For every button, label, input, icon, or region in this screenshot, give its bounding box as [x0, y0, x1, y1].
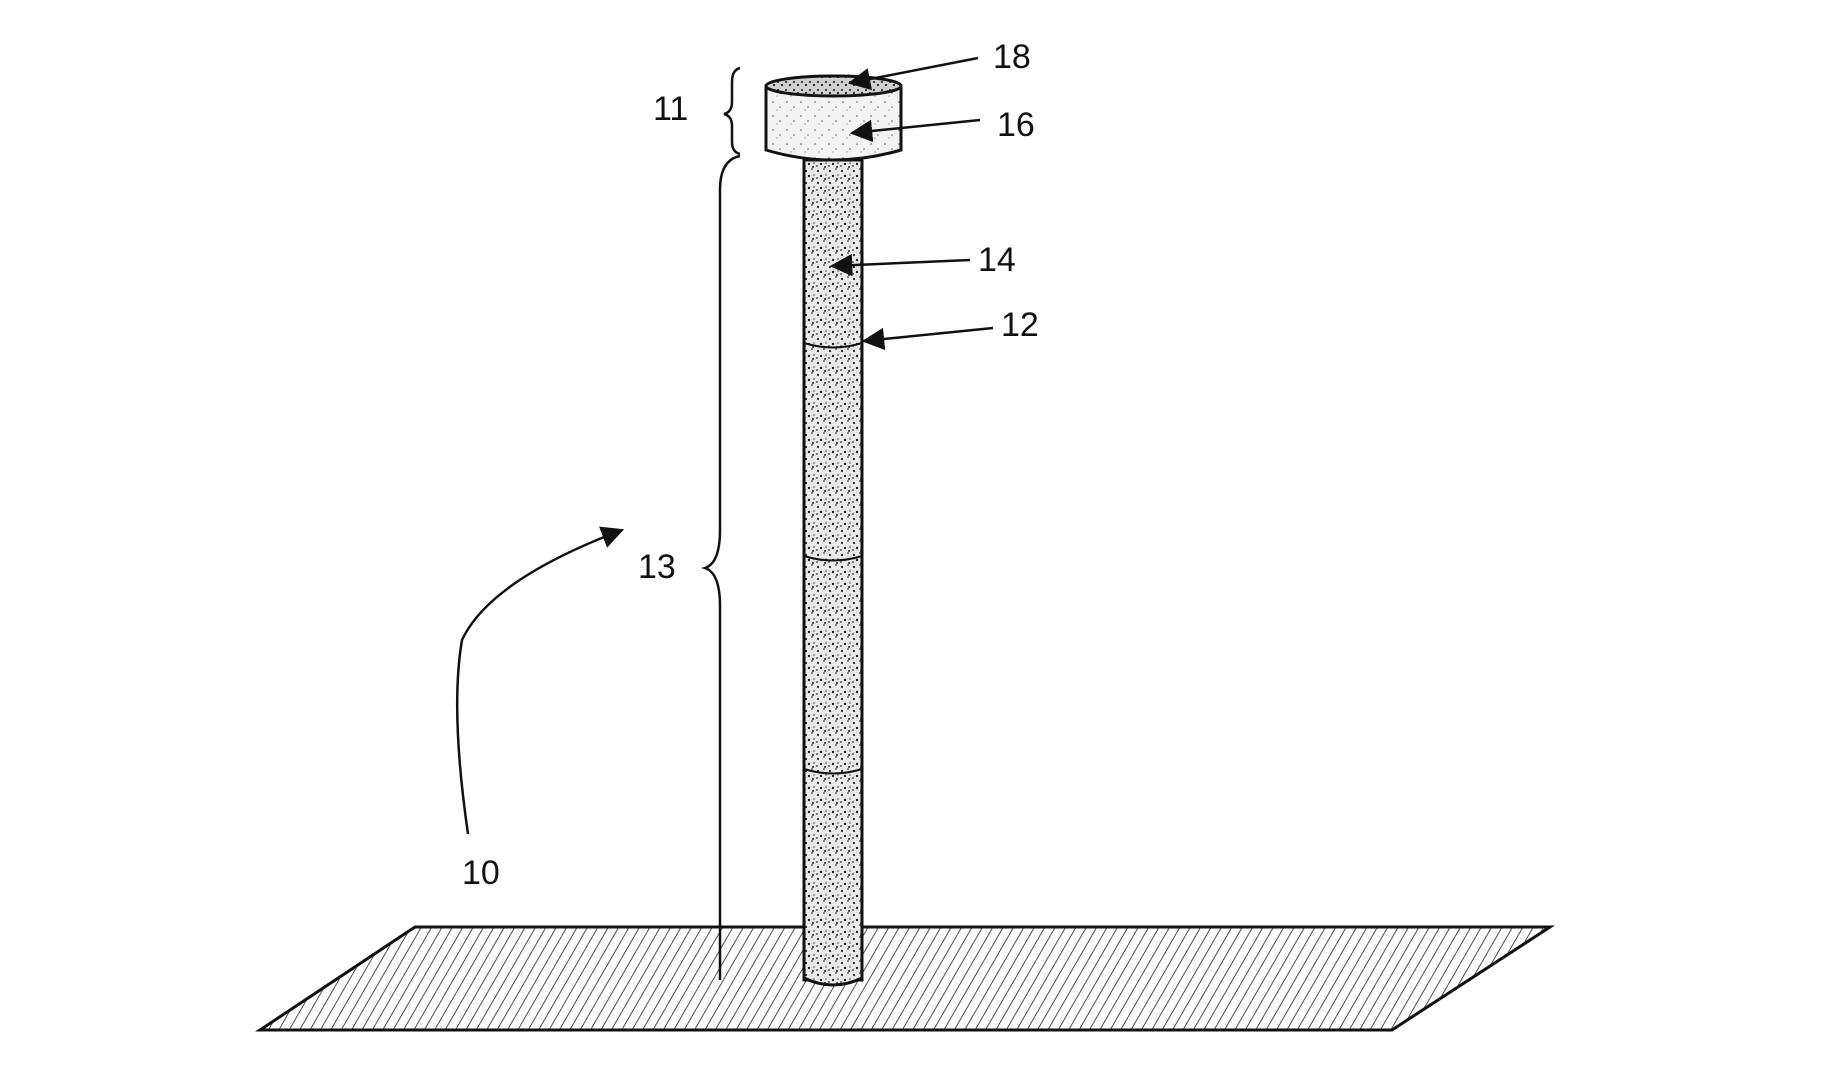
label-11: 11: [653, 90, 688, 128]
leader-16: [849, 118, 981, 143]
leader-18: [847, 56, 979, 91]
segment-joint-3: [803, 768, 863, 775]
cap-top: [764, 74, 903, 98]
assembly-arrow: [455, 526, 625, 835]
label-13: 13: [638, 548, 676, 586]
label-10: 10: [462, 854, 500, 892]
leader-12: [861, 326, 994, 351]
label-16: 16: [997, 106, 1035, 144]
pole-shaft: [802, 158, 864, 987]
segment-joint-1: [803, 342, 863, 349]
cap: [764, 74, 903, 162]
brace-11: [723, 66, 741, 156]
segment-joint-2: [803, 555, 863, 562]
leader-14: [829, 253, 971, 277]
label-14: 14: [978, 241, 1016, 279]
ground-plane: [255, 925, 1556, 1032]
brace-13: [701, 154, 741, 980]
label-12: 12: [1001, 306, 1039, 344]
label-18: 18: [993, 38, 1031, 76]
